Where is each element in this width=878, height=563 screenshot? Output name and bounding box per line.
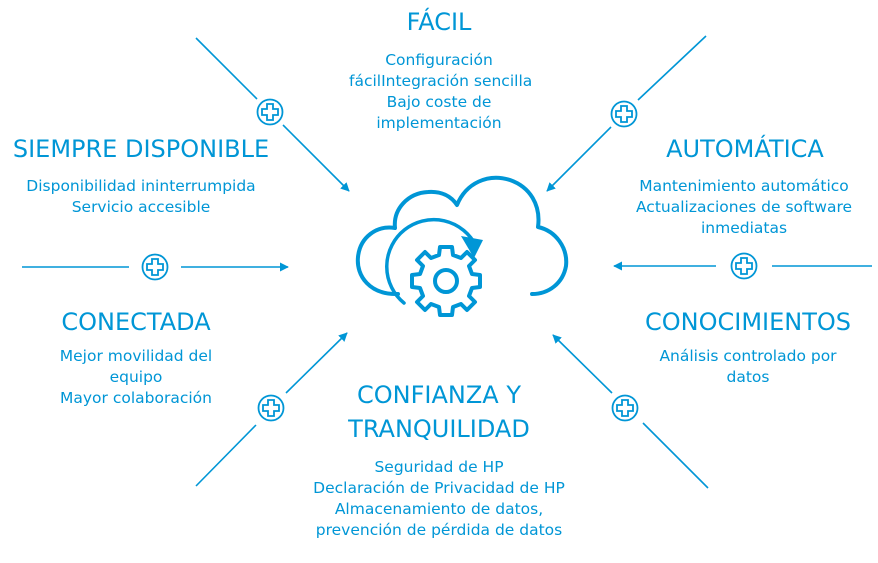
desc-facil-line: Bajo coste de bbox=[386, 93, 492, 111]
desc-conectada-line: equipo bbox=[109, 368, 163, 386]
desc-conocimientos-line: Análisis controlado por bbox=[659, 347, 837, 365]
refresh-arc bbox=[385, 217, 478, 305]
desc-automatica: Mantenimiento automático Actualizaciones… bbox=[611, 176, 877, 239]
title-confianza-line: TRANQUILIDAD bbox=[348, 415, 530, 443]
gear-icon bbox=[410, 245, 482, 317]
desc-conectada-line: Mayor colaboración bbox=[60, 389, 212, 407]
desc-confianza-line: prevención de pérdida de datos bbox=[315, 521, 563, 539]
plus-circle-icon-right bbox=[730, 252, 758, 280]
connector-line-bottom-left-outer bbox=[195, 424, 257, 487]
desc-facil-line: implementación bbox=[376, 114, 502, 132]
arrow-top-right bbox=[546, 126, 612, 192]
title-conocimientos: CONOCIMIENTOS bbox=[644, 308, 851, 336]
desc-conectada: Mejor movilidad del equipo Mayor colabor… bbox=[36, 346, 236, 409]
desc-confianza-line: Seguridad de HP bbox=[374, 458, 504, 476]
plus-circle-icon-top-left bbox=[256, 98, 284, 126]
desc-automatica-line: Mantenimiento automático bbox=[639, 177, 849, 195]
plus-circle-icon-bottom-left bbox=[257, 394, 285, 422]
desc-facil-line: fácilIntegración sencilla bbox=[349, 72, 533, 90]
title-confianza-line: CONFIANZA Y bbox=[356, 381, 521, 409]
title-confianza: CONFIANZA Y TRANQUILIDAD bbox=[334, 378, 544, 446]
arrow-bottom-left bbox=[285, 332, 348, 394]
cloud-gear-icon bbox=[355, 175, 569, 317]
desc-automatica-line: Actualizaciones de software bbox=[635, 198, 853, 216]
connector-line-top-right-outer bbox=[637, 35, 707, 101]
desc-conocimientos: Análisis controlado por datos bbox=[633, 346, 863, 388]
arrow-bottom-right bbox=[552, 334, 613, 394]
title-automatica: AUTOMÁTICA bbox=[666, 135, 824, 163]
connector-line-top-left-outer bbox=[195, 37, 258, 100]
connector-line-bottom-right-outer bbox=[642, 422, 709, 489]
desc-conocimientos-line: datos bbox=[726, 368, 770, 386]
desc-facil: Configuración fácilIntegración sencilla … bbox=[349, 50, 533, 134]
title-facil: FÁCIL bbox=[406, 8, 472, 36]
refresh-arrowhead bbox=[461, 236, 483, 258]
title-siempre-disponible: SIEMPRE DISPONIBLE bbox=[12, 135, 270, 163]
desc-siempre-disponible-line: Disponibilidad ininterrumpida bbox=[26, 177, 256, 195]
plus-circle-icon-top-right bbox=[610, 100, 638, 128]
desc-siempre-disponible: Disponibilidad ininterrumpida Servicio a… bbox=[1, 176, 281, 218]
arrow-top-left bbox=[282, 124, 350, 192]
title-conectada: CONECTADA bbox=[61, 308, 211, 336]
plus-circle-icon-bottom-right bbox=[611, 394, 639, 422]
plus-circle-icon-left bbox=[141, 253, 169, 281]
desc-conectada-line: Mejor movilidad del bbox=[59, 347, 213, 365]
desc-confianza: Seguridad de HP Declaración de Privacida… bbox=[284, 457, 594, 541]
desc-siempre-disponible-line: Servicio accesible bbox=[71, 198, 211, 216]
desc-facil-line: Configuración bbox=[385, 51, 493, 69]
desc-confianza-line: Almacenamiento de datos, bbox=[334, 500, 544, 518]
cloud-outline bbox=[355, 175, 569, 297]
desc-confianza-line: Declaración de Privacidad de HP bbox=[313, 479, 565, 497]
desc-automatica-line: inmediatas bbox=[700, 219, 788, 237]
